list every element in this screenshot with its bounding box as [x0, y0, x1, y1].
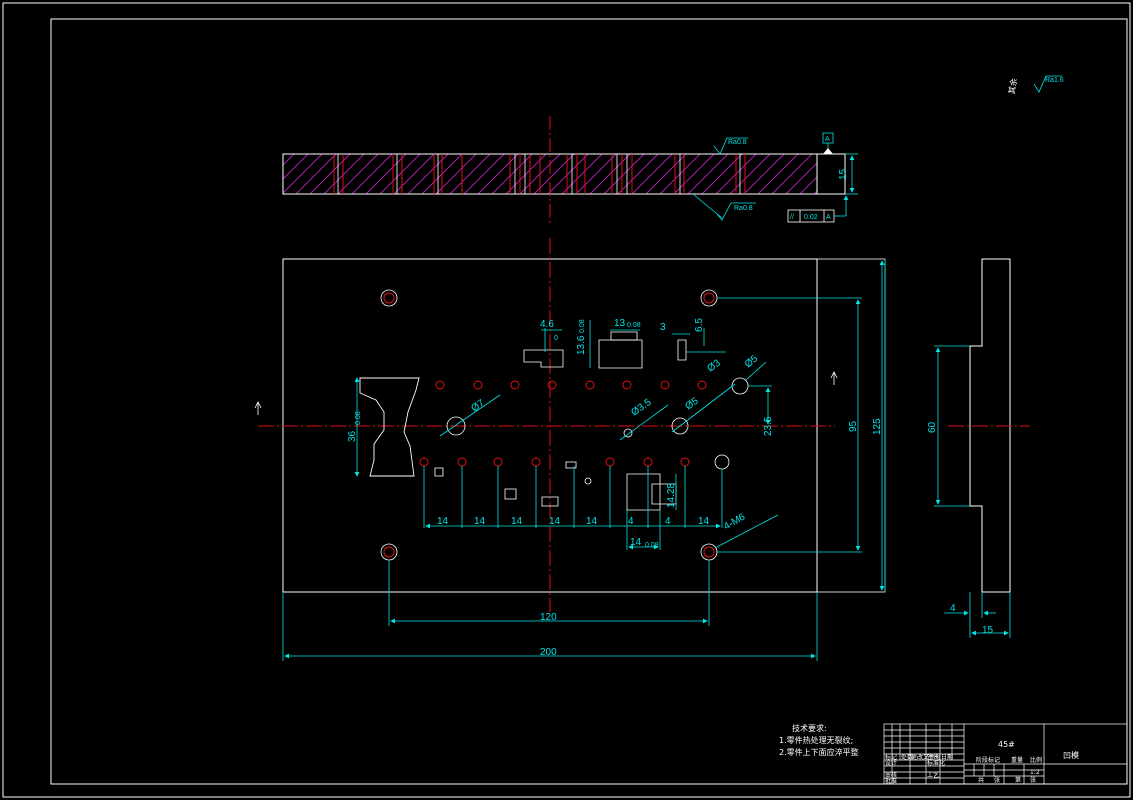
plan-dimension-texts: 120 200 125 95 23.5 14 14 14 14 14 4 4 1…: [347, 318, 883, 658]
notes-title: 技术要求:: [792, 723, 827, 733]
side-view: [948, 258, 1030, 593]
dim-side-thickness: 15: [982, 625, 994, 636]
dim-side-height: 60: [927, 421, 938, 433]
plan-dimensions: [282, 259, 886, 661]
scale: 1:2: [1030, 769, 1040, 776]
tol-36: 0.08: [355, 411, 362, 425]
tolerance-frame: // 0.02 A: [787, 195, 849, 223]
inner-border: [50, 18, 1128, 785]
tol-symbol: //: [790, 214, 794, 221]
dim-phi-5a: Ø5: [683, 396, 701, 413]
tol-14: 0.08: [645, 542, 659, 549]
tb-cell-1: 标记: [885, 753, 897, 761]
material: 45#: [998, 740, 1015, 749]
dim-6-5: 6.5: [694, 318, 705, 332]
tb-cell-2: 处数: [901, 753, 913, 761]
svg-text:Ra1.6: Ra1.6: [1045, 77, 1064, 84]
dim-pitch-1: 14: [437, 516, 449, 527]
dim-thickness: 15: [838, 168, 849, 180]
dim-14-28: 14.28: [666, 483, 677, 508]
pilot-holes-top: [435, 380, 707, 390]
plan-view: [254, 238, 886, 612]
dim-pitch-5: 14: [586, 516, 598, 527]
dim-thread: 4-M6: [722, 511, 748, 532]
drawing-name: 凹模: [1063, 750, 1079, 760]
section-view: [282, 116, 846, 226]
tb-cell-10: 比例: [1030, 756, 1042, 764]
dim-pitch-4: 14: [549, 516, 561, 527]
tb-cell-4: 签名: [927, 753, 939, 761]
tol-13: 0.08: [627, 322, 641, 329]
dim-13-6: 13.6: [576, 335, 587, 355]
dim-phi-3-5: Ø3.5: [629, 397, 653, 419]
technical-notes: 技术要求: 1.零件热处理无裂纹; 2.零件上下面应淬平整: [779, 723, 859, 757]
tol-datum: A: [826, 214, 831, 221]
tol-13-6: 0.08: [579, 319, 586, 333]
surface-finish-bottom: Ra0.8: [692, 193, 756, 221]
dim-pitch-7: 4: [665, 516, 671, 527]
dim-phi-7: Ø7: [469, 398, 487, 415]
dim-36: 36: [347, 430, 358, 442]
tb-cell-11: 审核: [885, 771, 897, 779]
tb-cell-6: 设计: [885, 759, 897, 767]
dim-overall-length: 200: [540, 647, 557, 658]
dim-pitch-3: 14: [511, 516, 523, 527]
notes-line-1: 1.零件热处理无裂纹;: [779, 735, 853, 745]
title-block-texts: 45# 凹模 1:2 标记 处数 更改文件号 签名 日期 设计 标准化 阶段标记…: [885, 740, 1079, 785]
tb-cell-7: 标准化: [927, 759, 945, 767]
dim-phi-3: Ø3: [705, 358, 723, 375]
tb-cell-17: 张: [1030, 776, 1036, 784]
datum-a-marker: A: [825, 136, 830, 143]
tb-cell-12: 工艺: [927, 771, 939, 779]
dim-pitch-2: 14: [474, 516, 486, 527]
surface-finish-top: Ra0.8: [713, 137, 748, 155]
side-dimensions: [934, 345, 1011, 638]
tb-cell-3: 更改文件号: [911, 753, 941, 761]
tb-cell-15: 张: [994, 776, 1000, 784]
tb-cell-14: 共: [978, 776, 984, 784]
dim-14-tol: 14: [630, 537, 642, 548]
dim-hole-width: 95: [848, 420, 859, 432]
surface-finish-rest: 其余 Ra1.6: [1006, 75, 1064, 95]
svg-text:Ra0.8: Ra0.8: [734, 205, 753, 212]
tb-cell-13: 批准: [885, 777, 897, 785]
title-block: [883, 723, 1128, 785]
dim-3: 3: [660, 322, 666, 333]
dim-offset: 23.5: [763, 416, 774, 436]
dim-phi-5b: Ø5: [743, 353, 761, 370]
tb-cell-9: 重量: [1011, 756, 1023, 764]
dim-pitch-6: 4: [628, 516, 634, 527]
pilot-holes-bottom: [419, 457, 690, 467]
dim-hole-spacing: 120: [540, 612, 557, 623]
tb-cell-5: 日期: [941, 753, 953, 761]
tol-value: 0.02: [804, 214, 818, 221]
tb-cell-8: 阶段标记: [976, 756, 1000, 764]
dim-side-step: 4: [950, 603, 956, 614]
svg-text:Ra0.8: Ra0.8: [728, 139, 747, 146]
dim-pitch-8: 14: [698, 516, 710, 527]
svg-text:其余: 其余: [1006, 77, 1019, 94]
tol-zero: 0: [554, 335, 558, 342]
tb-cell-16: 第: [1015, 776, 1021, 784]
dim-4-6: 4.6: [540, 319, 554, 330]
dim-13: 13: [614, 318, 626, 329]
notes-line-2: 2.零件上下面应淬平整: [779, 747, 859, 757]
dim-overall-width: 125: [872, 418, 883, 435]
